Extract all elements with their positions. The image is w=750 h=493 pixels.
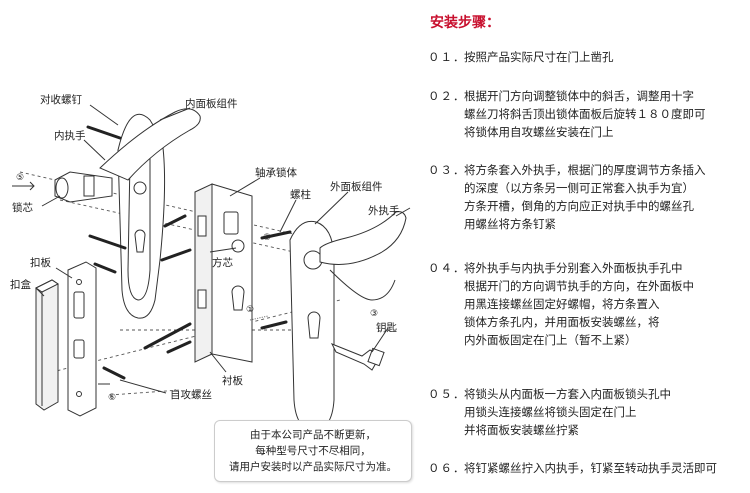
label-fang-xin: 方芯 [212, 256, 233, 269]
step-number: ０３． [428, 163, 466, 177]
step-line: 根据开门的方向调节执手的方向，在外面板中 [464, 279, 694, 293]
strike-box-part [35, 279, 59, 411]
step-line: 用螺丝将方条钉紧 [464, 217, 556, 231]
lock-cylinder-part [54, 171, 113, 203]
outer-faceplate-part [289, 220, 335, 431]
step-line: 螺丝刀将斜舌顶出锁体面板后旋转１８０度即可 [464, 107, 706, 121]
lock-exploded-diagram: 对收螺钉 内面板组件 内执手 锁芯 轴承锁体 螺柱 外面板组件 外执手 方芯 扣… [10, 93, 411, 431]
spindle-part [249, 230, 292, 330]
step-line: 用锁头连接螺丝将锁头固定在门上 [464, 405, 637, 419]
step-number: ０２． [428, 89, 466, 103]
step-line: 锁体方条孔内，并用面板安装螺丝，将 [464, 315, 660, 329]
label-kou-ban: 扣板 [30, 256, 51, 269]
step-number: ０６． [428, 461, 466, 475]
step-number: ０１． [428, 50, 466, 64]
inner-lever-part [99, 108, 201, 181]
circled-number-5: ⑤ [16, 173, 24, 183]
product-notice-box: 由于本公司产品不断更新， 每种型号尺寸不尽相同， 请用户安装时以产品实际尺寸为准… [214, 420, 412, 482]
step-line: 按照产品实际尺寸在门上凿孔 [464, 50, 614, 64]
label-luo-zhu: 螺柱 [290, 188, 311, 201]
step-line: 将锁头从内面板一方套入内面板锁头孔中 [464, 387, 671, 401]
step-line: 根据开门方向调整锁体中的斜舌，调整用十字 [464, 89, 694, 103]
step-line: 将钉紧螺丝拧入内执手，钉紧至转动执手灵活即可 [464, 461, 717, 475]
notice-line: 由于本公司产品不断更新， [250, 429, 376, 441]
circled-number-1: ① [246, 305, 254, 315]
label-wai-zhi-shou: 外执手 [368, 204, 400, 217]
step-line: 用黑连接螺丝固定好螺帽，将方条置入 [464, 297, 660, 311]
notice-line: 请用户安装时以产品实际尺寸为准。 [229, 461, 397, 473]
step-line: 并将面板安装螺丝拧紧 [464, 423, 579, 437]
step-line: 将外执手与内执手分别套入外面板执手孔中 [464, 261, 683, 275]
label-suo-xin: 锁芯 [12, 201, 33, 214]
step-line: 方条开槽，倒角的方向应正对执手中的螺丝孔 [464, 199, 694, 213]
screws-part [86, 125, 192, 380]
mortise-lock-body-part [194, 183, 253, 363]
label-dui-shou-luo-ding: 对收螺钉 [40, 93, 82, 106]
label-chen-ban: 衬板 [222, 374, 243, 387]
label-nei-zhi-shou: 内执手 [54, 129, 86, 142]
label-yao-shi: 钥匙 [376, 321, 397, 334]
label-zi-gong-luo-si: 自攻螺丝 [170, 388, 212, 401]
notice-line: 每种型号尺寸不尽相同， [255, 445, 371, 457]
label-nei-mian-ban: 内面板组件 [185, 97, 238, 110]
key-part [330, 343, 385, 371]
step-line: 的深度（以方条另一侧可正常套入执手为宜） [464, 181, 694, 195]
step-number: ０５． [428, 387, 466, 401]
step-line: 将方条套入外执手，根据门的厚度调节方条插入 [464, 163, 706, 177]
circled-number-2: ② [263, 233, 271, 243]
step-number: ０４． [428, 261, 466, 275]
step-line: 将锁体用自攻螺丝安装在门上 [464, 125, 614, 139]
circled-number-3: ③ [370, 309, 378, 319]
step-line: 内外面板固定在门上（暂不上紧） [464, 333, 637, 347]
label-zhou-cheng-suo-ti: 轴承锁体 [255, 166, 297, 179]
strike-plate-part [67, 261, 97, 417]
instructions-title: 安装步骤： [430, 15, 500, 31]
label-wai-mian-ban: 外面板组件 [330, 180, 383, 193]
circled-number-6: ⑥ [108, 393, 116, 403]
label-kou-he: 扣盒 [10, 278, 31, 291]
